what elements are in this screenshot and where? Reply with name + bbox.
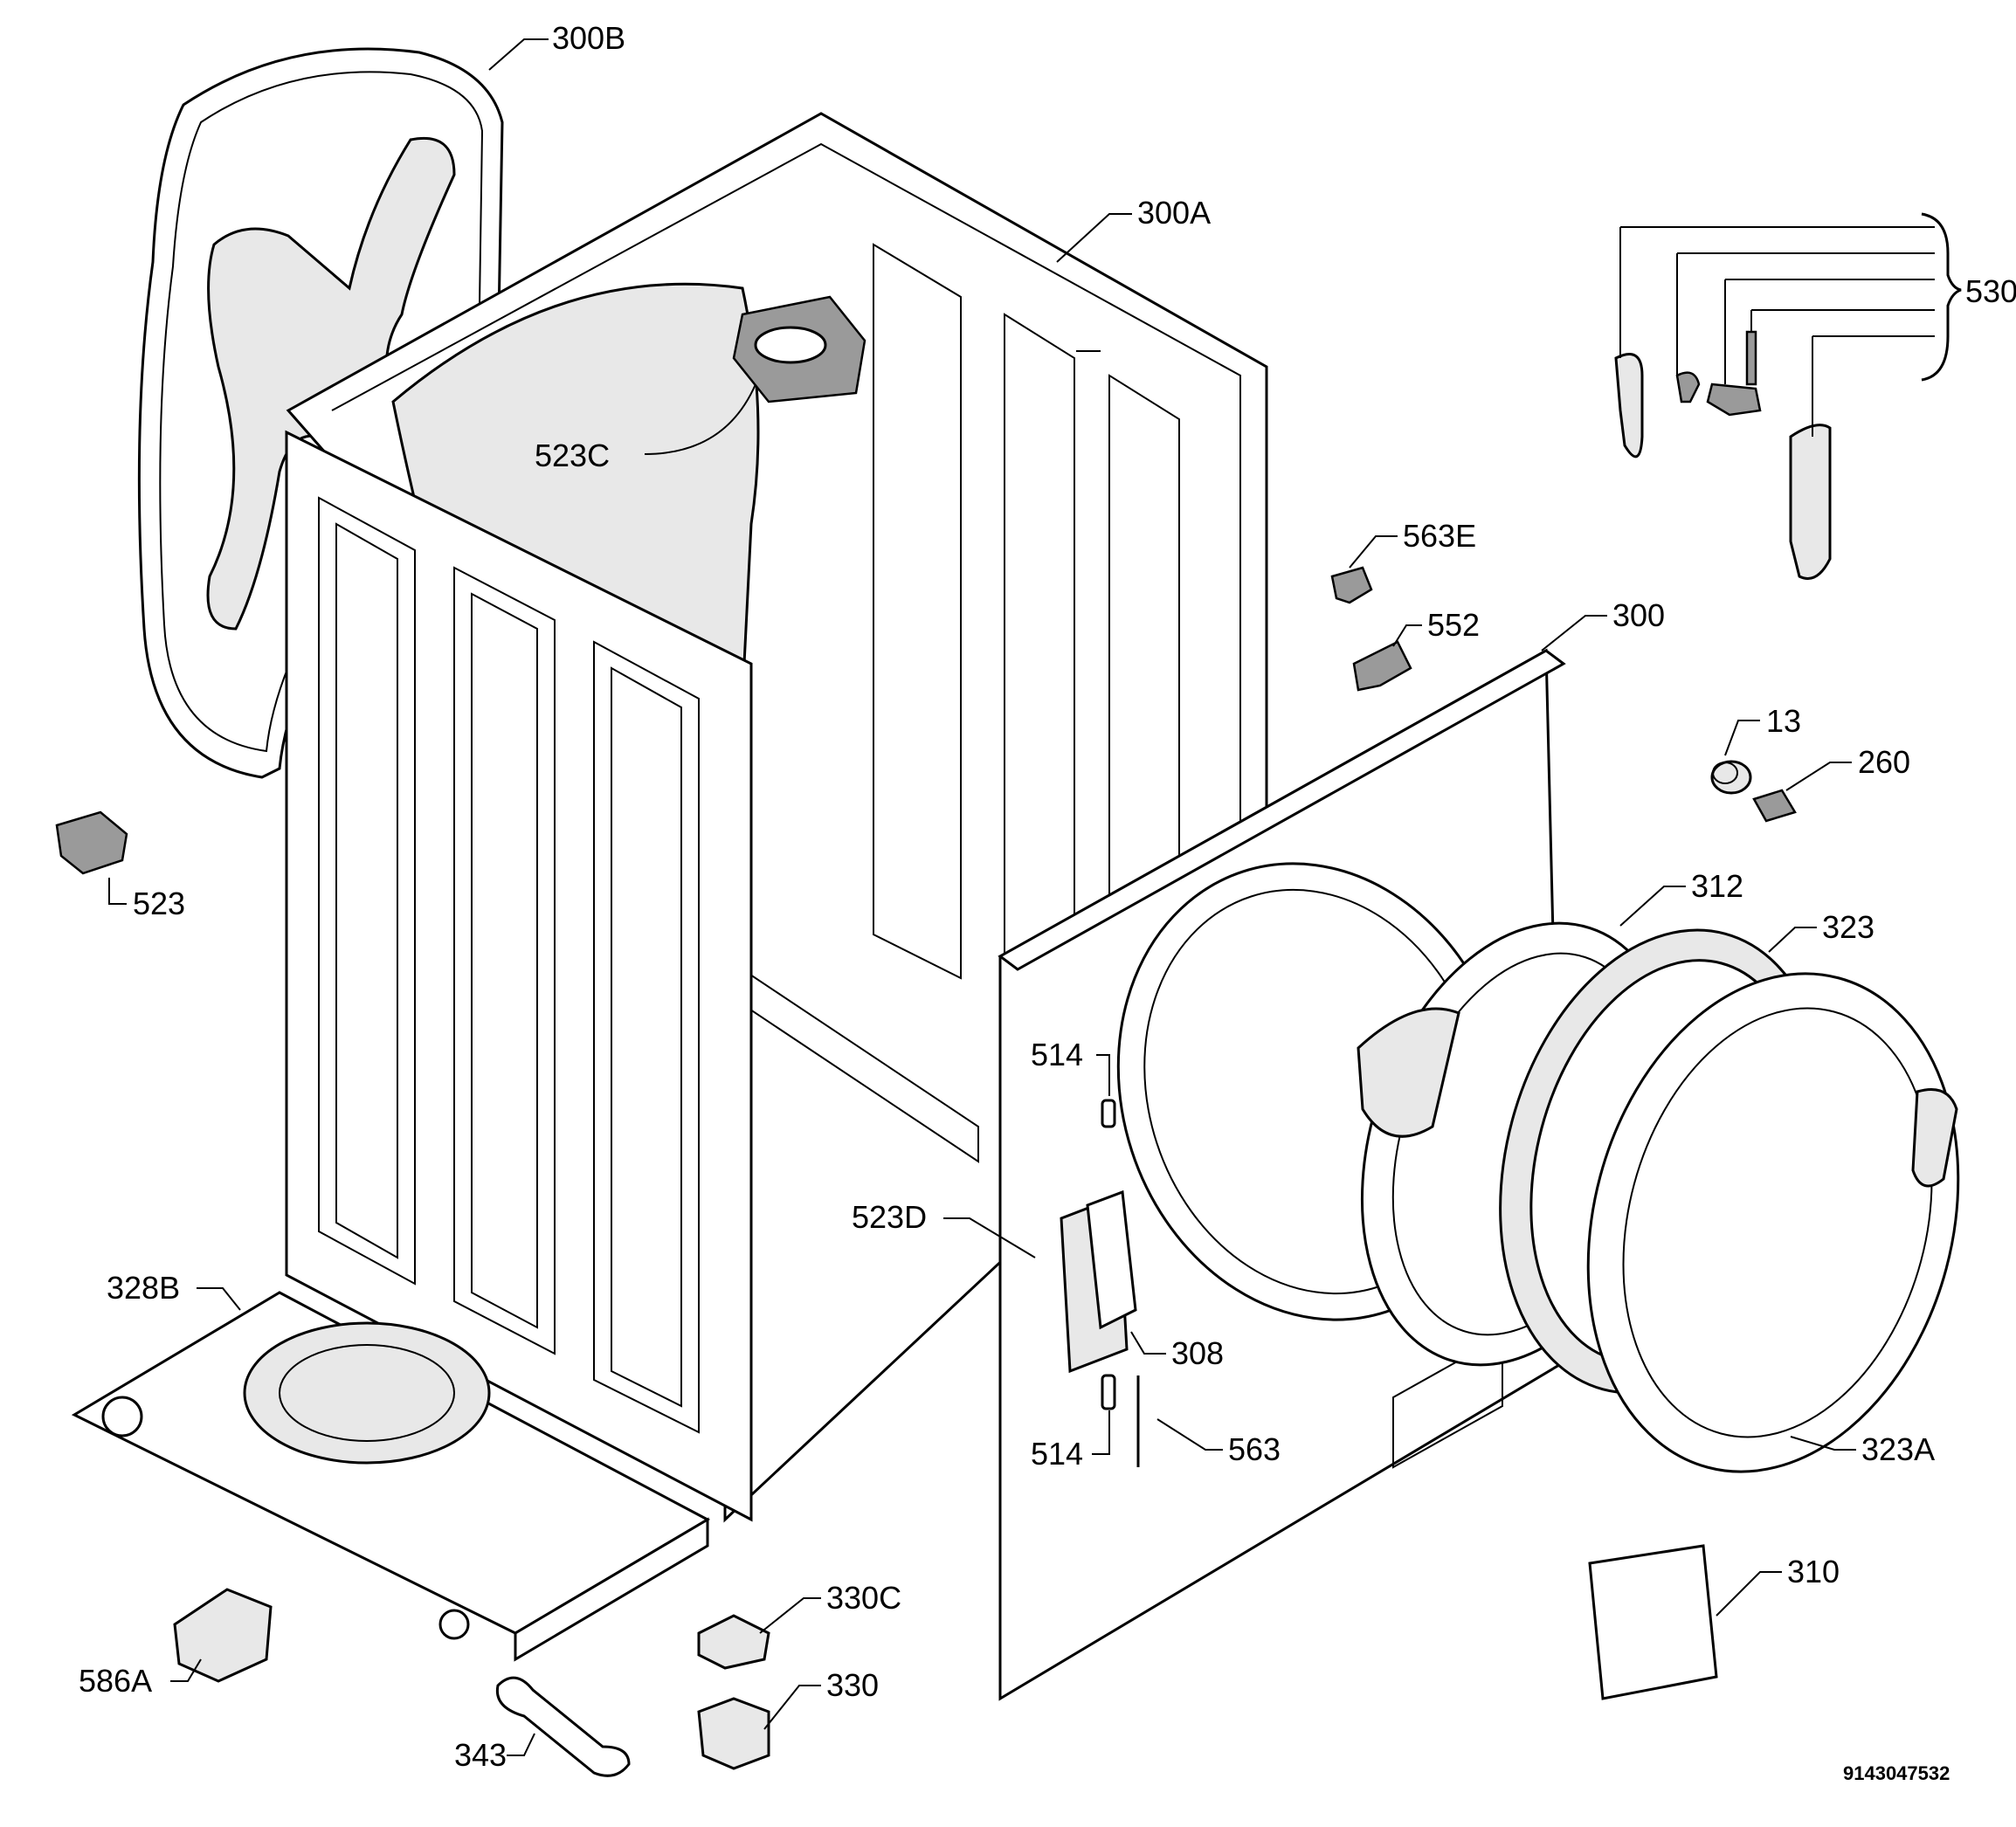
part-552 (1352, 640, 1412, 692)
label-323: 323 (1822, 909, 1874, 945)
label-523C: 523C (535, 438, 610, 473)
part-563E (1330, 566, 1373, 604)
part-514-pin-lower (1101, 1374, 1116, 1410)
part-13 (1710, 760, 1752, 795)
label-514-lower: 514 (1031, 1436, 1083, 1472)
label-260: 260 (1858, 744, 1910, 780)
label-563E: 563E (1403, 518, 1476, 554)
label-530: 530 (1965, 273, 2016, 309)
part-cabinet-side-panel (285, 430, 753, 1522)
part-330C-foot (697, 1614, 770, 1670)
label-523: 523 (133, 886, 185, 921)
part-323A-door-outer-ring (1586, 972, 1960, 1473)
part-330-foot (697, 1697, 770, 1770)
part-530-handle-assembly (1614, 212, 1962, 580)
label-300A: 300A (1137, 195, 1211, 231)
part-523 (55, 810, 128, 875)
label-330: 330 (826, 1667, 879, 1703)
label-330C: 330C (826, 1580, 901, 1616)
part-514-pin-upper (1101, 1099, 1116, 1128)
label-13: 13 (1766, 703, 1801, 739)
label-343: 343 (454, 1737, 507, 1773)
label-552: 552 (1427, 607, 1480, 643)
label-312: 312 (1691, 868, 1743, 904)
label-514-upper: 514 (1031, 1037, 1083, 1072)
part-328B-base (71, 1291, 711, 1662)
label-308: 308 (1171, 1335, 1224, 1371)
part-260-spring (1752, 789, 1797, 823)
label-328B: 328B (107, 1270, 180, 1306)
label-323A: 323A (1861, 1431, 1935, 1467)
part-labels: 300B 300A 530 523C 563E 552 300 13 260 5… (79, 20, 2016, 1784)
part-343-wrench (495, 1676, 631, 1777)
document-number: 9143047532 (1843, 1762, 1950, 1784)
label-563: 563 (1228, 1431, 1281, 1467)
label-523D: 523D (852, 1199, 927, 1235)
label-300B: 300B (552, 20, 625, 56)
part-586A (173, 1588, 273, 1683)
part-523C-pressure-switch (732, 295, 866, 403)
part-310-filter-flap (1588, 1544, 1718, 1700)
label-310: 310 (1787, 1554, 1840, 1589)
leader-lines (108, 38, 1856, 1756)
label-300: 300 (1612, 597, 1665, 633)
label-586A: 586A (79, 1663, 152, 1699)
